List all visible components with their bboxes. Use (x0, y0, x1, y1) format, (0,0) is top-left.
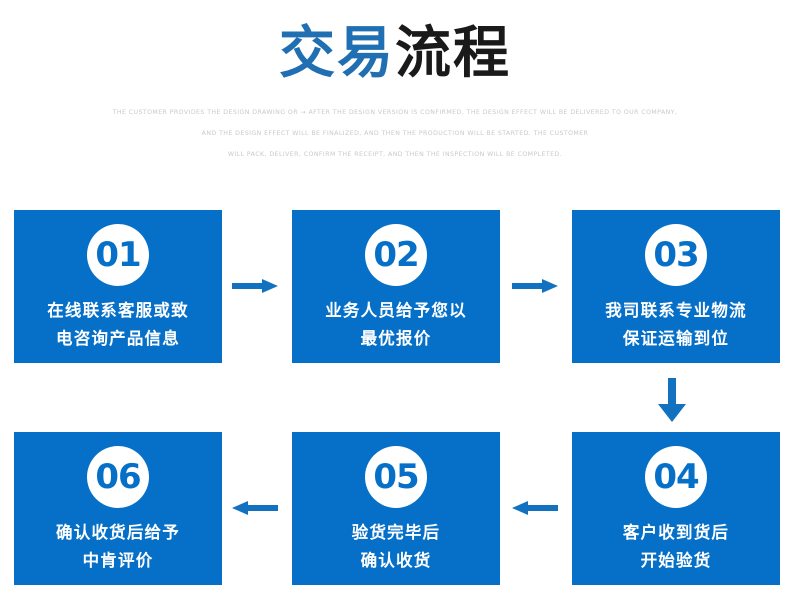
step-text-05-line1: 验货完毕后 (351, 523, 441, 542)
subtitle-line-2: AND THE DESIGN EFFECT WILL BE FINALIZED,… (201, 130, 589, 137)
arrow-right-icon-1 (232, 270, 278, 302)
step-text-01-line2: 电咨询产品信息 (56, 329, 180, 348)
arrow-left-icon-1 (512, 492, 558, 524)
step-text-01: 在线联系客服或致 电咨询产品信息 (14, 297, 222, 353)
step-text-04-line2: 开始验货 (640, 551, 712, 570)
step-text-02-line2: 最优报价 (360, 329, 432, 348)
arrow-down-icon (656, 378, 688, 422)
step-text-03-line1: 我司联系专业物流 (605, 301, 747, 320)
step-number-03: 03 (645, 224, 707, 286)
step-text-03: 我司联系专业物流 保证运输到位 (572, 297, 780, 353)
subtitle-line-3: WILL PACK, DELIVER, CONFIRM THE RECEIPT,… (227, 151, 563, 158)
step-card-05[interactable]: 05 验货完毕后 确认收货 (292, 432, 500, 585)
step-number-02: 02 (365, 224, 427, 286)
step-text-06-line2: 中肯评价 (82, 551, 154, 570)
step-number-01: 01 (87, 224, 149, 286)
page-header: 交易流程 THE CUSTOMER PROVIDES THE DESIGN DR… (0, 0, 790, 165)
subtitle-line-1: THE CUSTOMER PROVIDES THE DESIGN DRAWING… (112, 109, 678, 116)
step-text-02-line1: 业务人员给予您以 (325, 301, 467, 320)
step-text-04: 客户收到货后 开始验货 (572, 519, 780, 575)
step-text-02: 业务人员给予您以 最优报价 (292, 297, 500, 353)
step-text-04-line1: 客户收到货后 (622, 523, 730, 542)
step-number-06: 06 (87, 446, 149, 508)
step-number-05: 05 (365, 446, 427, 508)
step-text-06: 确认收货后给予 中肯评价 (14, 519, 222, 575)
step-text-01-line1: 在线联系客服或致 (47, 301, 189, 320)
page-title-dark: 流程 (395, 21, 511, 86)
page-title: 交易流程 (0, 22, 790, 86)
step-text-06-line1: 确认收货后给予 (56, 523, 180, 542)
step-text-05-line2: 确认收货 (360, 551, 432, 570)
step-card-03[interactable]: 03 我司联系专业物流 保证运输到位 (572, 210, 780, 363)
step-text-05: 验货完毕后 确认收货 (292, 519, 500, 575)
step-text-03-line2: 保证运输到位 (622, 329, 730, 348)
step-card-04[interactable]: 04 客户收到货后 开始验货 (572, 432, 780, 585)
step-card-06[interactable]: 06 确认收货后给予 中肯评价 (14, 432, 222, 585)
arrow-right-icon-2 (512, 270, 558, 302)
arrow-left-icon-2 (232, 492, 278, 524)
step-card-02[interactable]: 02 业务人员给予您以 最优报价 (292, 210, 500, 363)
step-card-01[interactable]: 01 在线联系客服或致 电咨询产品信息 (14, 210, 222, 363)
step-number-04: 04 (645, 446, 707, 508)
page-title-blue: 交易 (279, 21, 395, 86)
